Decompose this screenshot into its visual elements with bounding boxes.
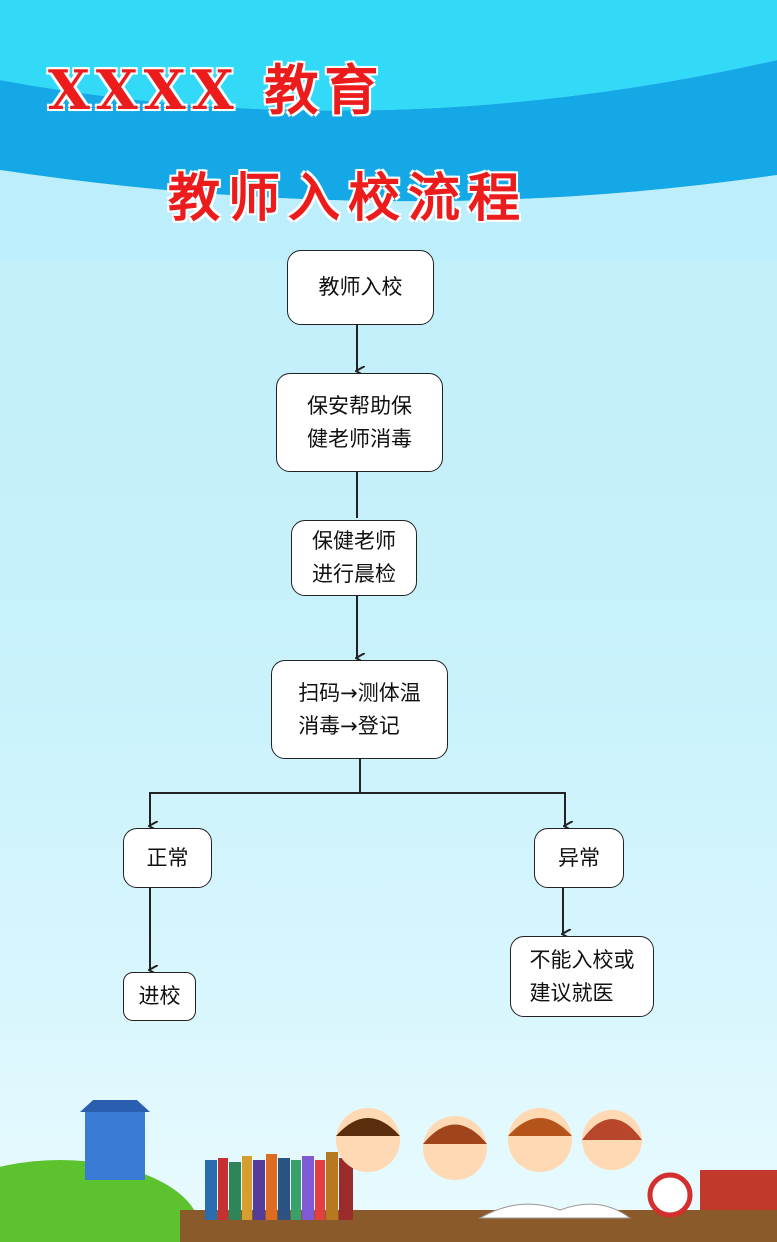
step-label: 建议就医 <box>529 980 614 1005</box>
result-normal: 正常 <box>123 828 212 888</box>
brand-title: XXXX 教育 <box>48 58 385 122</box>
children-icon <box>336 1108 642 1180</box>
step-label: 扫码→测体温 <box>298 680 421 705</box>
step-teacher-enters: 教师入校 <box>287 250 434 325</box>
step-morning-check: 保健老师进行晨检 <box>291 520 417 596</box>
outcome-enter-school: 进校 <box>123 972 196 1021</box>
outcome-deny-entry: 不能入校或建议就医 <box>510 936 654 1017</box>
step-label: 异常 <box>558 845 600 870</box>
arrow-to-abnormal <box>360 792 565 826</box>
step-label: 消毒→登记 <box>298 713 400 738</box>
step-label: 进行晨检 <box>312 562 396 586</box>
step-label: 保健老师 <box>312 529 396 553</box>
step-label: 进校 <box>138 984 181 1008</box>
step-scan-register: 扫码→测体温消毒→登记 <box>271 660 448 759</box>
header-waves <box>0 0 777 260</box>
step-label: 健老师消毒 <box>307 426 412 451</box>
cartoon-school-illustration <box>0 1100 777 1242</box>
step-disinfect: 保安帮助保健老师消毒 <box>276 373 443 472</box>
header-wave-pale <box>0 170 777 260</box>
open-book-icon <box>478 1203 632 1219</box>
stacked-books-icon <box>700 1170 777 1210</box>
books-icon <box>205 1152 353 1220</box>
arrow-to-normal <box>150 792 360 826</box>
header-wave-dark <box>0 60 777 202</box>
alarm-clock-icon <box>647 1172 693 1218</box>
header-wave-top <box>0 0 777 111</box>
step-label: 保安帮助保 <box>307 393 412 418</box>
step-label: 教师入校 <box>318 275 403 299</box>
page-title: 教师入校流程 <box>168 168 529 229</box>
step-label: 正常 <box>146 845 189 870</box>
step-label: 不能入校或 <box>529 947 635 972</box>
result-abnormal: 异常 <box>534 828 624 888</box>
